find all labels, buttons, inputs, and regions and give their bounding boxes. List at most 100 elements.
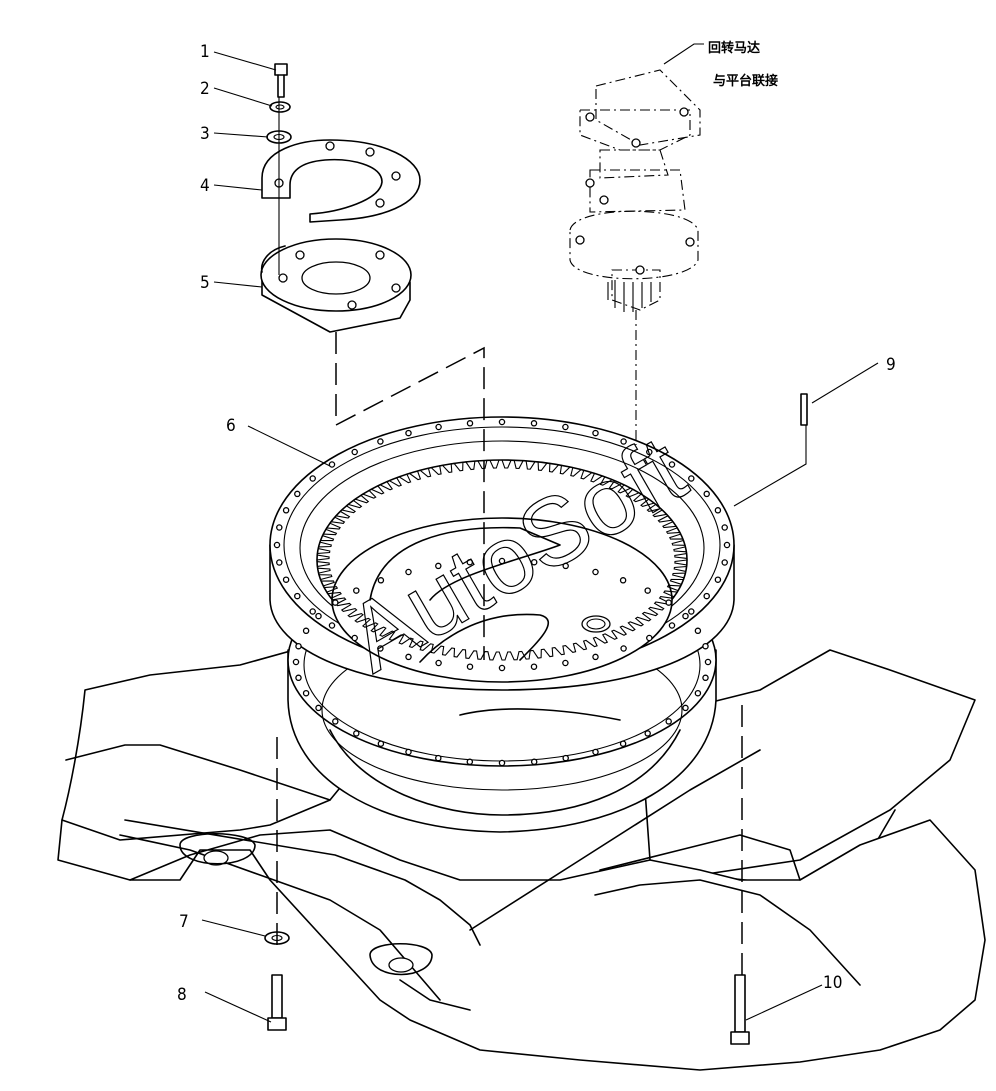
callout-6: 6	[226, 416, 236, 436]
bolt-hole	[405, 748, 412, 756]
callout-3: 3	[200, 124, 210, 144]
bolt-hole	[562, 562, 569, 570]
bolt-hole	[665, 599, 672, 606]
callout-5: 5	[200, 273, 210, 293]
bolt-hole	[405, 653, 412, 661]
bolt-hole	[694, 627, 702, 635]
bolt-hole	[714, 576, 722, 583]
bolt-hole	[273, 541, 281, 549]
bolt-hole	[315, 612, 322, 620]
bolt-hole	[530, 663, 538, 670]
bolt-hole	[498, 557, 506, 565]
bolt-hole	[530, 758, 538, 766]
callout-1: 1	[200, 42, 210, 62]
bolt-hole	[351, 634, 358, 642]
bolt-hole	[704, 658, 712, 666]
callout-8: 8	[177, 985, 187, 1005]
bolt-hole	[682, 612, 689, 620]
slewing-bearing	[269, 416, 735, 833]
bolt-hole	[620, 438, 627, 445]
bolt-hole	[377, 577, 385, 584]
bolt-hole	[592, 429, 599, 437]
bolt-hole	[721, 524, 728, 531]
bolt-hole	[294, 490, 301, 498]
bolt-hole	[377, 645, 384, 652]
bolt-hole	[668, 461, 676, 468]
bolt-hole	[665, 718, 672, 725]
bolt-hole	[646, 634, 653, 642]
bolt-hole	[644, 587, 651, 594]
bolt-hole	[466, 558, 474, 566]
bolt-hole	[292, 658, 300, 666]
bolt-hole	[332, 599, 339, 606]
bolt-hole	[592, 568, 599, 576]
bolt-hole	[353, 730, 360, 737]
bearing-bolt-holes	[273, 418, 731, 767]
bolt-hole	[405, 429, 412, 437]
annotation-platform-connection: 与平台联接	[713, 73, 778, 89]
bolt-hole	[646, 448, 653, 456]
callout-labels: 1 2 3 4 5 6 7 8 9 10 回转马达 与平台联接	[177, 40, 896, 1005]
bolt-hole	[498, 664, 506, 672]
bolt-hole	[562, 754, 569, 762]
bolt-hole	[309, 475, 316, 482]
bolt-hole	[682, 704, 689, 712]
bolt-hole	[498, 418, 506, 426]
bolt-hole	[703, 490, 710, 498]
bolt-hole	[688, 475, 695, 482]
base-frame	[57, 639, 986, 1071]
bolt-hole	[377, 740, 385, 747]
bolt-hole	[723, 541, 731, 549]
callout-7: 7	[179, 912, 189, 932]
callout-4: 4	[200, 176, 210, 196]
bolt-hole	[328, 461, 336, 468]
annotation-swing-motor: 回转马达	[708, 40, 760, 56]
bolt-hole	[328, 622, 336, 629]
bolt-hole	[620, 645, 627, 652]
bolt-hole	[466, 663, 474, 670]
bolt-hole	[466, 758, 474, 766]
cover-plates	[260, 63, 421, 333]
bolt-hole	[703, 592, 710, 600]
bolt-hole	[530, 420, 538, 427]
bolt-hole	[294, 592, 301, 600]
swing-motor	[569, 69, 701, 445]
bolt-hole	[353, 587, 360, 594]
bolt-hole	[302, 627, 310, 635]
bolt-hole	[592, 748, 599, 756]
bolt-hole	[435, 423, 442, 431]
bolt-hole	[562, 423, 569, 431]
bolt-hole	[405, 568, 412, 576]
bolt-hole	[295, 674, 302, 682]
bolt-hole	[315, 704, 322, 712]
bolt-hole	[619, 740, 627, 747]
bolt-hole	[498, 759, 506, 767]
bolt-hole	[714, 507, 722, 514]
bolt-hole	[668, 622, 676, 629]
bolt-hole	[435, 659, 442, 667]
assembly-centerlines	[276, 332, 743, 975]
bolt-hole	[721, 559, 728, 566]
bolt-hole	[592, 653, 599, 661]
bolt-hole	[302, 689, 310, 697]
bolt-hole	[644, 730, 651, 737]
bolt-hole	[694, 689, 702, 697]
internal-gear-teeth	[316, 459, 688, 661]
bolt-hole	[435, 562, 442, 570]
callout-10: 10	[823, 973, 842, 993]
bolt-hole	[466, 420, 474, 427]
bolt-hole	[619, 577, 627, 584]
bolt-hole	[309, 608, 316, 615]
bolt-hole	[276, 524, 283, 531]
callout-9: 9	[886, 355, 896, 375]
bolt-hole	[332, 718, 339, 725]
bolt-hole	[530, 558, 538, 566]
bolt-hole	[435, 754, 442, 762]
bolt-hole	[282, 576, 290, 583]
bolt-hole	[702, 674, 709, 682]
bolt-hole	[377, 438, 384, 445]
bolt-hole	[276, 559, 283, 566]
bolt-hole	[688, 608, 695, 615]
